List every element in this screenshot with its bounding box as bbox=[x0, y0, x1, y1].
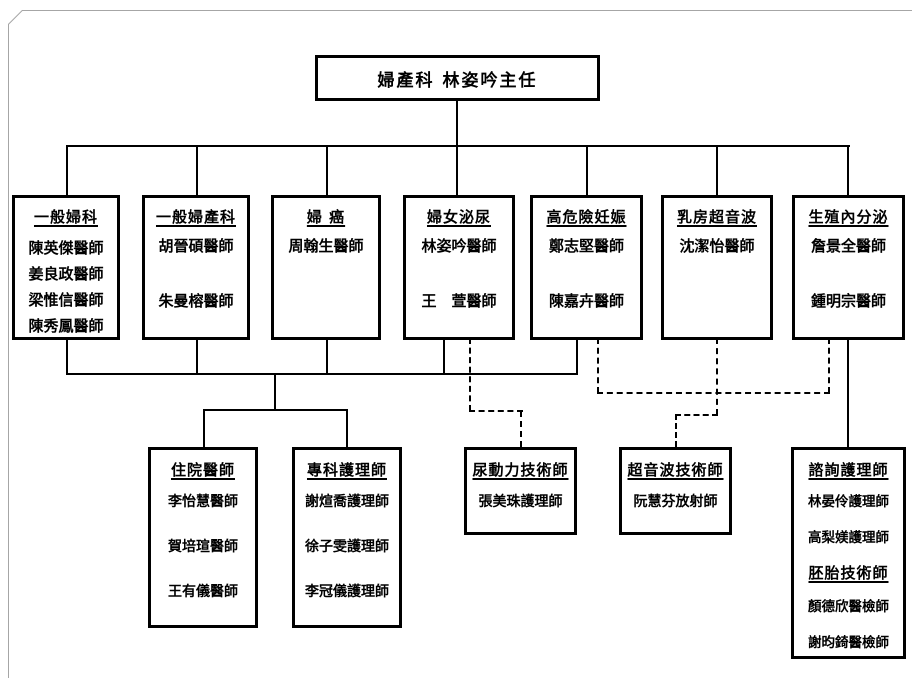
connector-line bbox=[847, 145, 849, 195]
member-name: 林姿吟醫師 bbox=[421, 237, 497, 255]
connector-dashed-line bbox=[675, 414, 718, 416]
connector-line bbox=[66, 145, 68, 195]
member-name: 詹景全醫師 bbox=[810, 237, 886, 255]
connector-line bbox=[847, 338, 849, 447]
connector-line bbox=[346, 409, 348, 447]
member-name: 賀培瑄醫師 bbox=[168, 539, 238, 555]
dept-box-general-obgyn: 一般婦產科 胡晉碩醫師 朱曼榕醫師 bbox=[142, 195, 250, 340]
member-name: 朱曼榕醫師 bbox=[158, 292, 234, 310]
member-name: 李怡慧醫師 bbox=[168, 494, 238, 510]
connector-dashed-line bbox=[469, 410, 523, 412]
dept-title: 婦 癌 bbox=[306, 208, 346, 226]
support-title: 尿動力技術師 bbox=[472, 461, 569, 479]
support-title: 超音波技術師 bbox=[627, 461, 724, 479]
connector-line bbox=[274, 373, 276, 411]
member-name: 高梨媄護理師 bbox=[808, 530, 889, 546]
dept-title: 一般婦科 bbox=[33, 208, 98, 226]
member-name: 徐子雯護理師 bbox=[305, 539, 389, 555]
dept-box-gynecologic-cancer: 婦 癌 周翰生醫師 bbox=[271, 195, 381, 340]
member-name: 鍾明宗醫師 bbox=[810, 292, 886, 310]
page-edge-corner bbox=[8, 9, 23, 25]
connector-dashed-line bbox=[675, 414, 677, 447]
dept-title: 生殖內分泌 bbox=[808, 208, 889, 226]
dept-title: 乳房超音波 bbox=[676, 208, 757, 226]
dept-box-general-gynecology: 一般婦科 陳英傑醫師 姜良政醫師 梁惟信醫師 陳秀鳳醫師 bbox=[12, 195, 120, 340]
member-name: 胡晉碩醫師 bbox=[158, 237, 234, 255]
connector-dashed-line bbox=[520, 411, 522, 447]
connector-line bbox=[576, 338, 578, 375]
dept-title: 高危險妊娠 bbox=[546, 208, 627, 226]
member-name: 顏德欣醫檢師 bbox=[808, 599, 889, 615]
page-edge-top bbox=[22, 10, 912, 11]
support-box-ultrasound-technician: 超音波技術師 阮慧芬放射師 bbox=[619, 447, 732, 535]
dept-box-reproductive-endocrinology: 生殖內分泌 詹景全醫師 鍾明宗醫師 bbox=[792, 195, 905, 340]
member-name: 鄭志堅醫師 bbox=[548, 237, 624, 255]
member-name: 謝昀錡醫檢師 bbox=[808, 635, 889, 651]
dept-box-female-urology: 婦女泌尿 林姿吟醫師 王 萱醫師 bbox=[403, 195, 515, 340]
connector-line bbox=[456, 145, 458, 195]
root-box-department-head: 婦產科 林姿吟主任 bbox=[315, 55, 600, 101]
member-name: 林晏伶護理師 bbox=[808, 494, 889, 510]
page-edge-left bbox=[8, 24, 9, 678]
support-title: 專科護理師 bbox=[306, 461, 387, 479]
member-name: 周翰生醫師 bbox=[288, 237, 364, 255]
connector-line bbox=[326, 145, 328, 195]
connector-line bbox=[203, 409, 348, 411]
member-name: 姜良政醫師 bbox=[28, 265, 104, 283]
support-title: 諮詢護理師 bbox=[808, 461, 889, 479]
member-name: 張美珠護理師 bbox=[478, 494, 563, 510]
dept-box-breast-ultrasound: 乳房超音波 沈潔怡醫師 bbox=[661, 195, 773, 340]
support-title: 住院醫師 bbox=[170, 461, 235, 479]
member-name: 陳嘉卉醫師 bbox=[548, 292, 624, 310]
connector-line bbox=[203, 409, 205, 447]
member-name: 王有儀醫師 bbox=[168, 584, 238, 600]
connector-line bbox=[443, 338, 445, 375]
root-title: 婦產科 林姿吟主任 bbox=[377, 70, 538, 91]
member-name: 阮慧芬放射師 bbox=[633, 494, 718, 510]
connector-line bbox=[716, 145, 718, 195]
dept-title: 一般婦產科 bbox=[155, 208, 236, 226]
support-box-urodynamics-technician: 尿動力技術師 張美珠護理師 bbox=[464, 447, 577, 535]
connector-line bbox=[456, 99, 458, 146]
support-box-nurse-practitioners: 專科護理師 謝煊喬護理師 徐子雯護理師 李冠儀護理師 bbox=[292, 447, 402, 628]
support-subtitle: 胚胎技術師 bbox=[808, 564, 889, 582]
connector-line bbox=[66, 338, 68, 375]
member-name: 王 萱醫師 bbox=[421, 292, 497, 310]
dept-box-high-risk-pregnancy: 高危險妊娠 鄭志堅醫師 陳嘉卉醫師 bbox=[530, 195, 643, 340]
member-name: 謝煊喬護理師 bbox=[305, 494, 389, 510]
member-name: 李冠儀護理師 bbox=[305, 584, 389, 600]
member-name: 沈潔怡醫師 bbox=[679, 237, 755, 255]
connector-dashed-line bbox=[716, 338, 718, 415]
connector-line bbox=[66, 373, 578, 375]
support-box-consultation-nurses-embryo-technicians: 諮詢護理師 林晏伶護理師 高梨媄護理師 胚胎技術師 顏德欣醫檢師 謝昀錡醫檢師 bbox=[791, 447, 906, 659]
member-name: 陳秀鳳醫師 bbox=[28, 317, 104, 335]
dept-title: 婦女泌尿 bbox=[426, 208, 491, 226]
member-name: 梁惟信醫師 bbox=[28, 291, 104, 309]
member-name: 陳英傑醫師 bbox=[28, 239, 104, 257]
support-box-residents: 住院醫師 李怡慧醫師 賀培瑄醫師 王有儀醫師 bbox=[148, 447, 258, 628]
connector-line bbox=[326, 338, 328, 375]
connector-dashed-line bbox=[597, 338, 599, 393]
connector-line bbox=[66, 145, 850, 147]
connector-dashed-line bbox=[597, 392, 830, 394]
connector-line bbox=[196, 338, 198, 375]
connector-line bbox=[196, 145, 198, 195]
connector-dashed-line bbox=[469, 338, 471, 411]
connector-line bbox=[586, 145, 588, 195]
connector-dashed-line bbox=[828, 338, 830, 393]
